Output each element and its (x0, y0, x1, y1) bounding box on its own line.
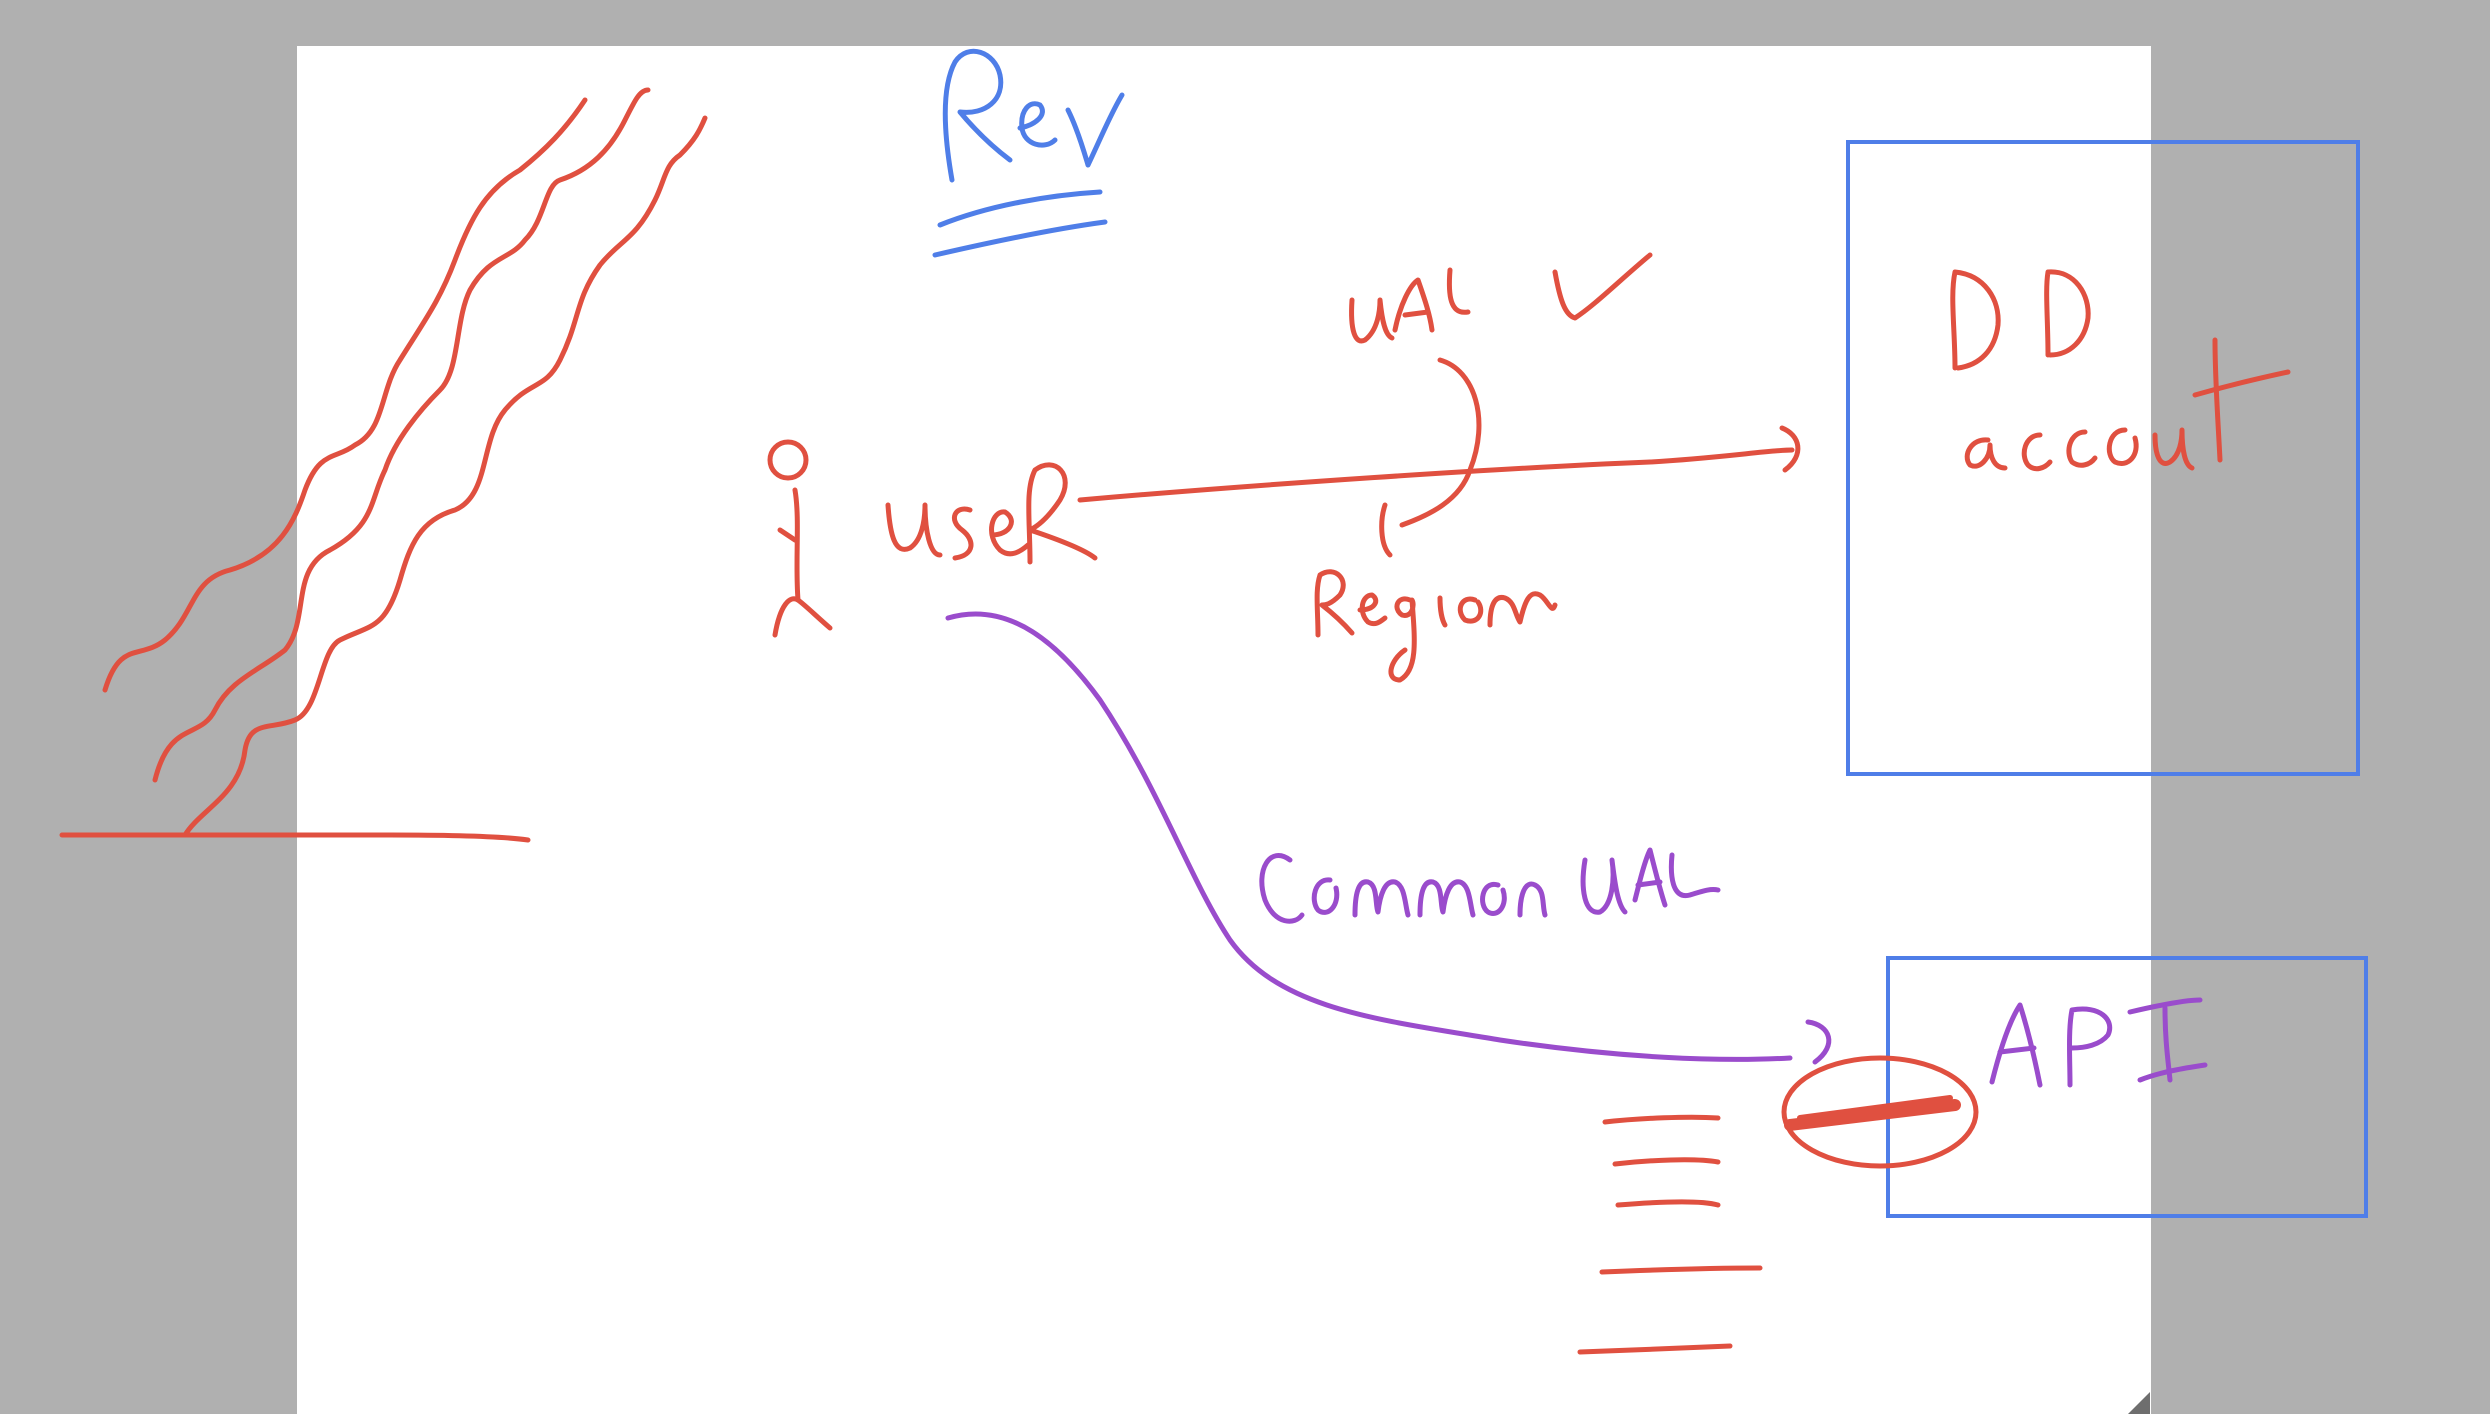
check-mark (1552, 252, 1653, 321)
title-underline-1 (937, 189, 1103, 228)
dd-account-box (1846, 140, 2360, 776)
wavy-line-3 (182, 115, 708, 838)
region-curve-arrow (1399, 357, 1482, 528)
user-body (792, 487, 801, 603)
arrow-user-to-dd-account (1077, 425, 1801, 503)
page-corner-fold (2128, 1392, 2150, 1414)
list-line-2 (1612, 1157, 1721, 1167)
title-req-drawing (932, 48, 1125, 258)
white-page (297, 46, 2151, 1414)
list-line-1 (1602, 1114, 1721, 1125)
list-line-5 (1577, 1343, 1733, 1355)
user-stick-figure (767, 439, 833, 638)
list-lines (1577, 1114, 1763, 1355)
wavy-line-2 (152, 87, 651, 783)
common-url-label-drawing (1259, 847, 1721, 924)
wavy-lines (59, 87, 708, 843)
ground-line (59, 832, 531, 843)
arrow-user-to-api (945, 611, 1832, 1065)
user-legs (772, 596, 833, 638)
title-underline-2 (932, 219, 1108, 258)
list-line-4 (1599, 1265, 1763, 1275)
user-arm (777, 527, 798, 543)
wavy-line-1 (102, 97, 588, 693)
circled-strike-mark (1781, 1055, 1979, 1169)
dd-account-label-drawing (1950, 269, 2291, 472)
user-head (767, 439, 809, 481)
api-label-drawing (1989, 997, 2208, 1088)
list-line-3 (1615, 1199, 1721, 1208)
api-box (1886, 956, 2368, 1218)
user-label-drawing (885, 462, 1098, 565)
url-label-drawing (1349, 252, 1653, 344)
region-label-drawing (1314, 357, 1558, 683)
